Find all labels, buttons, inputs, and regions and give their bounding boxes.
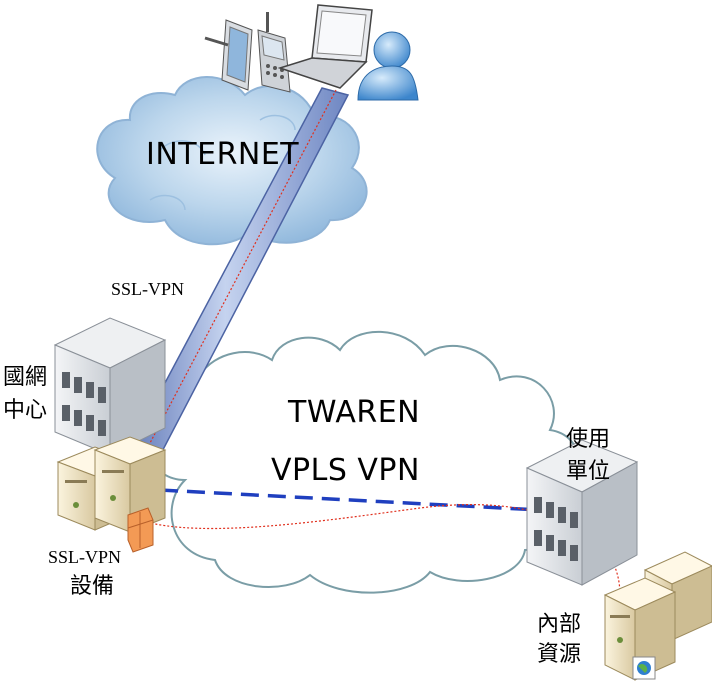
nchc-label-line1: 國網 bbox=[3, 365, 48, 390]
ssl-device-label-line1: SSL-VPN bbox=[48, 547, 122, 567]
nchc-building-icon bbox=[53, 317, 167, 456]
internal-label-line1: 內部 bbox=[537, 612, 582, 637]
user-icon bbox=[357, 31, 419, 101]
twaren-label: TWAREN bbox=[288, 395, 421, 430]
ssl-vpn-server-icon bbox=[56, 436, 167, 533]
ssl-device-label-line2: 設備 bbox=[70, 574, 115, 599]
vpls-vpn-label: VPLS VPN bbox=[271, 453, 420, 488]
traffic-trace bbox=[139, 504, 621, 636]
vpls-link bbox=[159, 488, 541, 512]
laptop-icon bbox=[277, 4, 373, 89]
user-unit-label-line1: 使用 bbox=[566, 427, 611, 452]
user-unit-label-line2: 單位 bbox=[566, 459, 611, 484]
internet-label: INTERNET bbox=[146, 137, 300, 172]
internal-server-icon bbox=[603, 551, 712, 681]
phone-icon bbox=[257, 12, 291, 93]
globe-icon bbox=[632, 656, 656, 680]
tablet-icon bbox=[204, 19, 253, 91]
ssl-vpn-link-label: SSL-VPN bbox=[111, 279, 185, 299]
nchc-label-line2: 中心 bbox=[3, 398, 48, 423]
firewall-icon bbox=[127, 507, 154, 553]
internal-label-line2: 資源 bbox=[537, 642, 582, 667]
user-unit-building-icon bbox=[525, 439, 639, 586]
